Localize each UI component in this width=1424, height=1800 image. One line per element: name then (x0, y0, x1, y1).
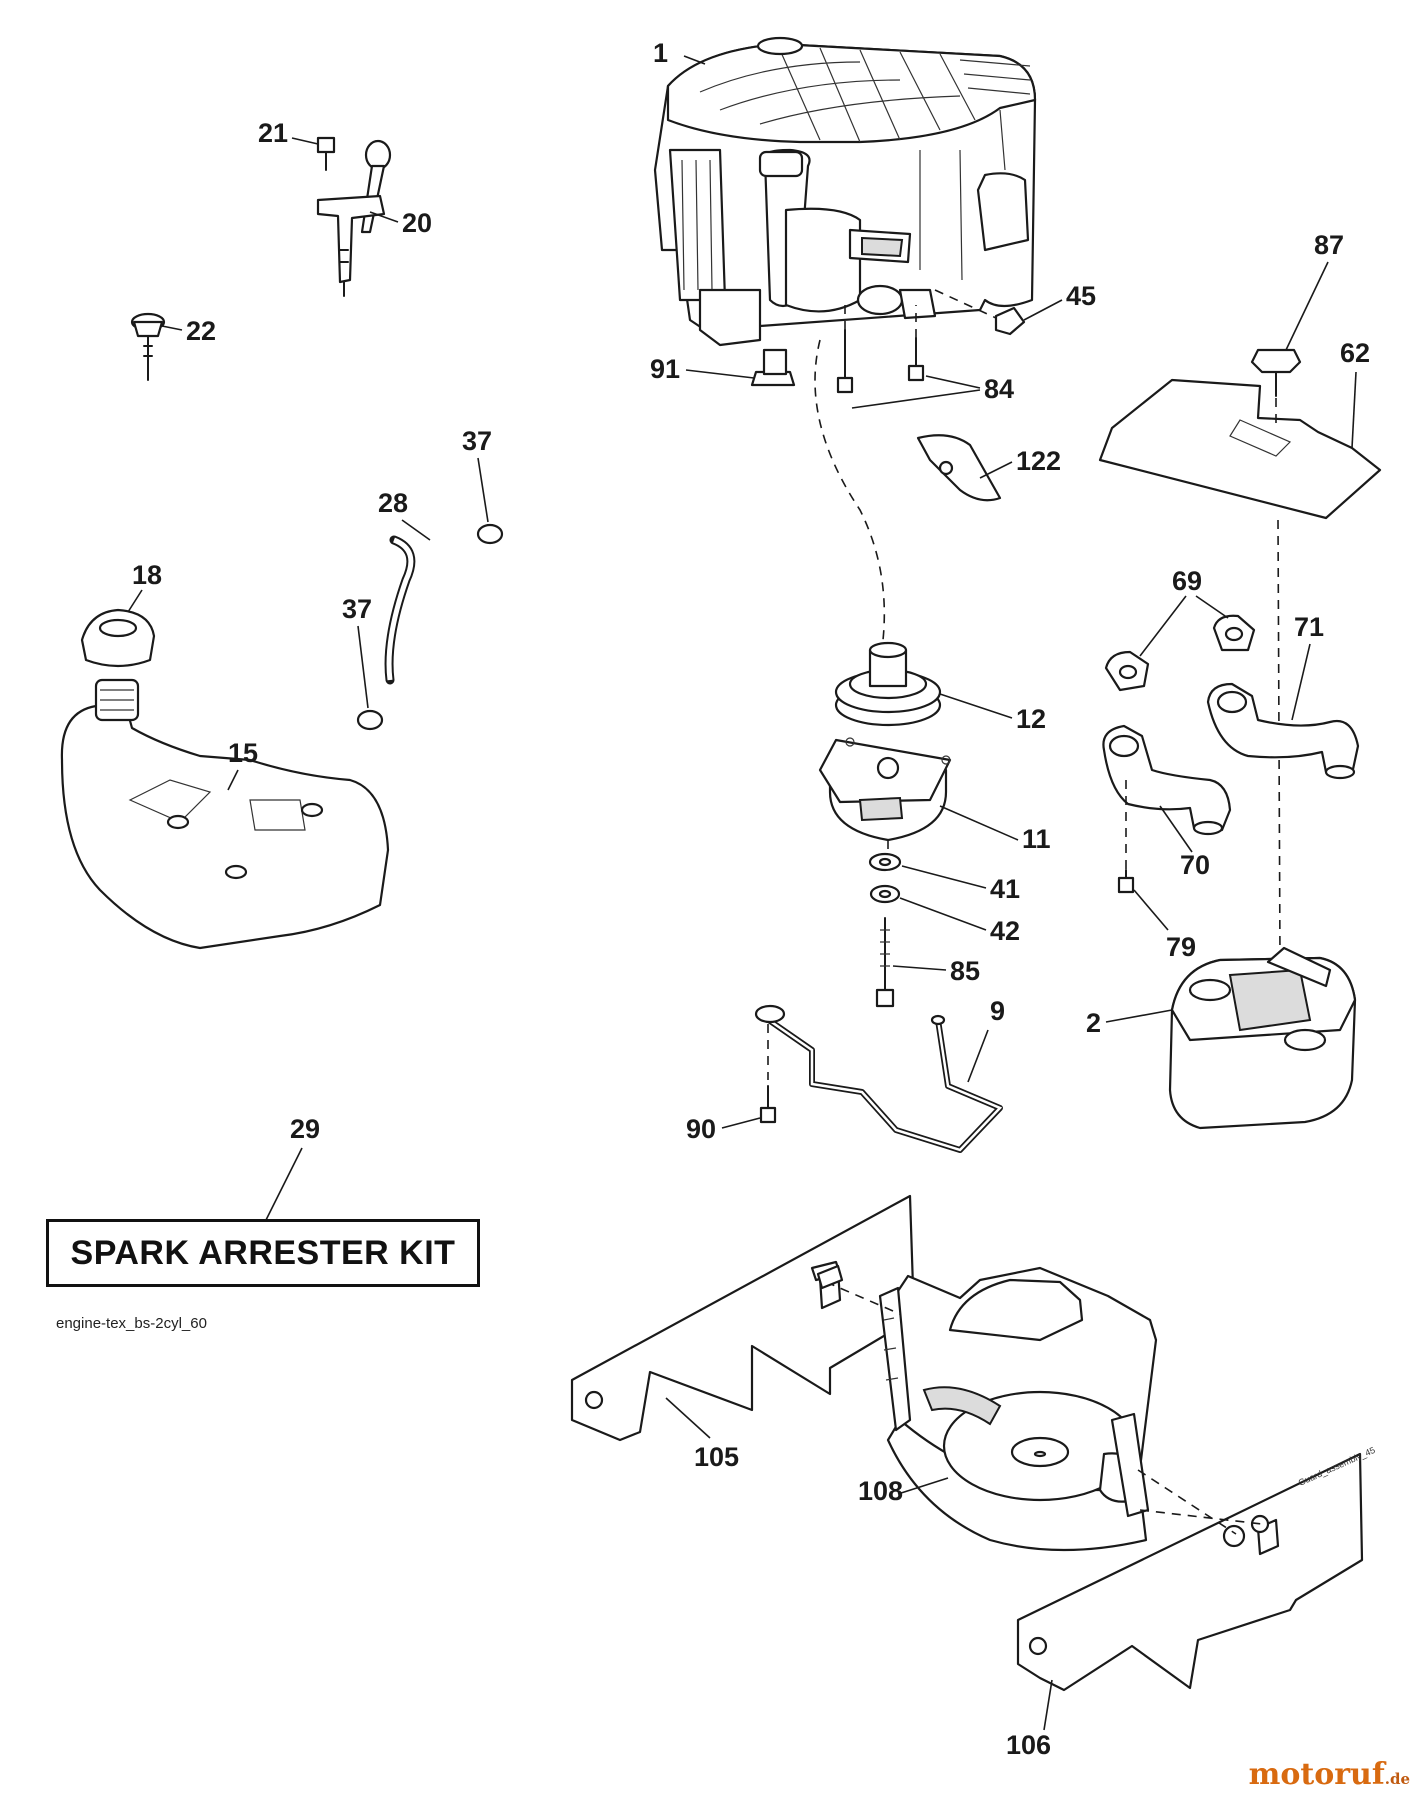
callout-spacer-91: 91 (650, 354, 680, 384)
watermark-logo: motoruf.de (1249, 1757, 1410, 1792)
callout-pulley-12: 12 (1016, 704, 1046, 734)
callout-engine: 1 (653, 38, 668, 68)
exhaust-pipe-70-part (1102, 724, 1232, 836)
guard-108-part (878, 1266, 1158, 1552)
callout-washer-41: 41 (990, 874, 1020, 904)
callout-knob-87: 87 (1314, 230, 1344, 260)
spacer-91-part (750, 348, 796, 387)
callout-side-plate-105: 105 (694, 1442, 739, 1472)
callout-deflector-122: 122 (1016, 446, 1061, 476)
callout-dipstick-20: 20 (402, 208, 432, 238)
callout-fuel-tank-15: 15 (228, 738, 258, 768)
callout-fuel-hose-28: 28 (378, 488, 408, 518)
callout-spark-arrester-29: 29 (290, 1114, 320, 1144)
bracket-rod-9-part (754, 1004, 1003, 1153)
callout-washer-42: 42 (990, 916, 1020, 946)
callout-clamp-37-upper: 37 (462, 426, 492, 456)
exhaust-pipe-71-part (1206, 682, 1360, 780)
callout-fuel-cap-18: 18 (132, 560, 162, 590)
fuel-tank-15-part (60, 678, 390, 950)
callout-drain-plug-22: 22 (186, 316, 216, 346)
callout-side-plate-106: 106 (1006, 1730, 1051, 1760)
clamp-37-lower-part (356, 709, 384, 731)
callout-bolts-84: 84 (984, 374, 1014, 404)
callout-gasket-69: 69 (1172, 566, 1202, 596)
bolts-84-part (836, 300, 925, 394)
callout-clamp-37-lower: 37 (342, 594, 372, 624)
screw-21-part (316, 136, 336, 171)
nut-45-part (934, 289, 1026, 336)
muffler-2-part (1168, 946, 1357, 1130)
deflector-122-part (916, 434, 1002, 502)
clamp-37-upper-part (476, 523, 504, 545)
callout-pto-clutch-11: 11 (1022, 824, 1051, 854)
callout-bolt-85: 85 (950, 956, 980, 986)
drain-plug-22-part (130, 312, 166, 381)
callout-guard-108: 108 (858, 1476, 903, 1506)
drawing-code-text: engine-tex_bs-2cyl_60 (56, 1315, 207, 1332)
spark-arrester-kit-label: SPARK ARRESTER KIT (46, 1219, 480, 1287)
callout-nut-45: 45 (1066, 281, 1096, 311)
heat-shield-62-part (1098, 378, 1382, 520)
washer-41-part (868, 852, 902, 872)
bolt-90-part (759, 1024, 777, 1124)
pulley-12-part (834, 641, 942, 727)
fuel-cap-18-part (80, 608, 156, 668)
washer-42-part (869, 884, 901, 904)
knob-87-part (1250, 348, 1302, 397)
bolt-79-part (1117, 780, 1135, 894)
gasket-69-part (1104, 614, 1256, 692)
callout-bracket-rod-9: 9 (990, 996, 1005, 1026)
callout-heat-shield-62: 62 (1340, 338, 1370, 368)
callout-bolt-79: 79 (1166, 932, 1196, 962)
callout-exhaust-pipe-70: 70 (1180, 850, 1210, 880)
callout-bolt-90: 90 (686, 1114, 716, 1144)
fuel-hose-28-part (384, 535, 416, 685)
callout-screw-21: 21 (258, 118, 288, 148)
dipstick-20-part (316, 139, 392, 297)
side-plate-105-part (570, 1194, 916, 1442)
engine-part (653, 36, 1037, 347)
bolt-85-part (875, 917, 895, 1008)
watermark-tld: .de (1384, 1770, 1410, 1788)
callout-muffler-2: 2 (1086, 1008, 1101, 1038)
watermark-brand: motoruf (1248, 1757, 1385, 1792)
callout-exhaust-pipe-71: 71 (1294, 612, 1324, 642)
pto-clutch-11-part (818, 737, 952, 842)
